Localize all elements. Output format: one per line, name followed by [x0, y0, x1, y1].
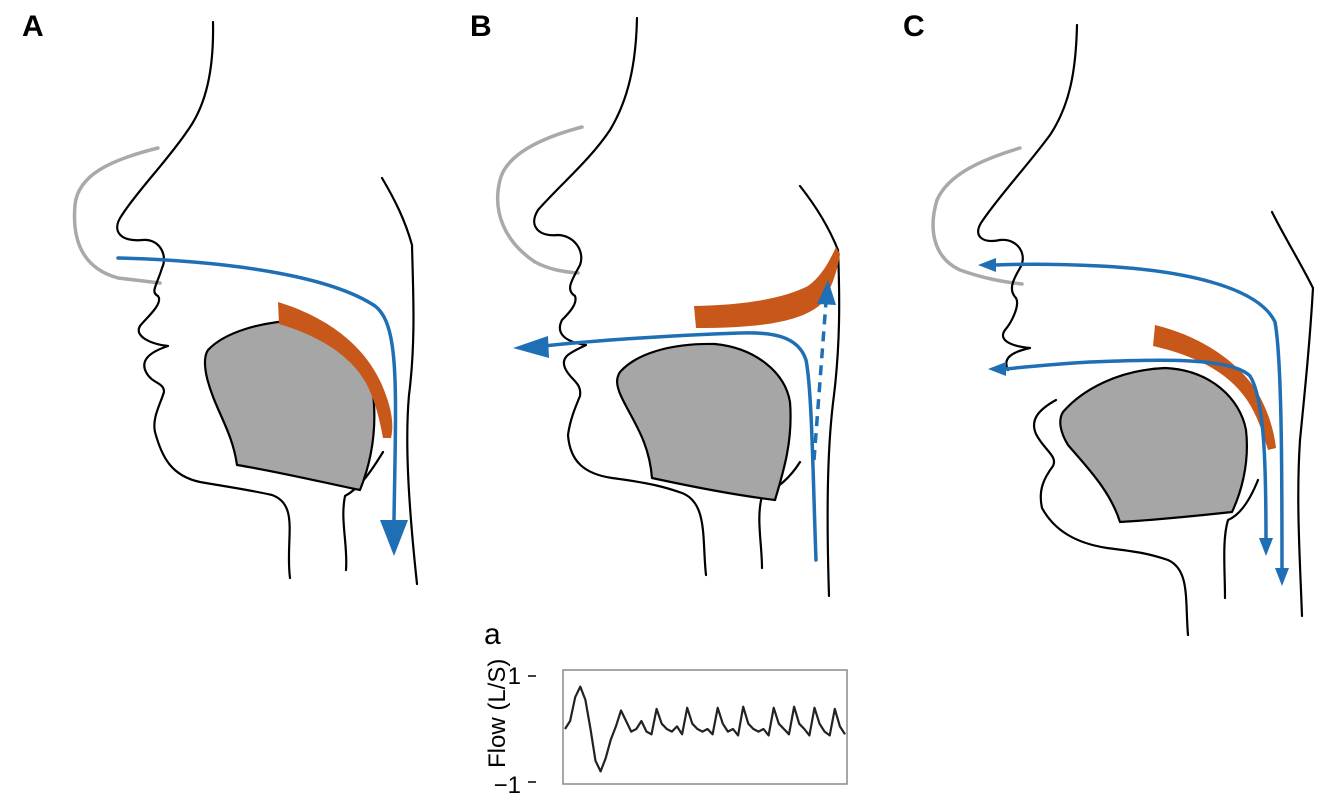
panel-c-upper-airflow-bottom-arrowhead: [1275, 568, 1289, 586]
panel-c-lower-airflow-arrowhead: [988, 362, 1006, 376]
panel-c-face-profile: [978, 25, 1077, 370]
inset-plot-frame: [563, 670, 847, 784]
panel-c-label: C: [903, 10, 925, 43]
panel-b-mask-outline: [498, 127, 582, 273]
panel-a-label: A: [22, 10, 44, 43]
inset-a: a Flow (L/S) 1 −1: [484, 618, 847, 799]
panel-c-tongue: [1060, 368, 1247, 522]
panel-c-lower-airflow-bottom-arrowhead: [1259, 538, 1273, 556]
inset-y-tick-top: 1: [508, 663, 521, 690]
panel-c-back-of-neck: [1272, 212, 1313, 616]
panel-c-upper-airflow-arrowhead: [978, 258, 996, 272]
panel-b-dashed-arrow: [814, 302, 826, 460]
inset-y-tick-bottom: −1: [494, 772, 521, 799]
panel-b-label: B: [470, 10, 492, 43]
panel-a-airflow-arrowhead: [380, 520, 408, 556]
panel-b-soft-palate: [694, 247, 840, 328]
panel-b-face-profile: [534, 18, 706, 575]
panel-a: A: [22, 10, 417, 584]
panel-a-face-profile: [117, 22, 290, 578]
inset-label: a: [484, 618, 501, 651]
panel-c: C: [903, 10, 1313, 635]
panel-b-tongue: [617, 344, 790, 500]
panel-b-airflow-arrowhead: [513, 336, 549, 358]
panel-a-mask-outline: [74, 148, 160, 283]
inset-flow-trace: [565, 687, 845, 772]
panel-b: B: [470, 10, 840, 596]
